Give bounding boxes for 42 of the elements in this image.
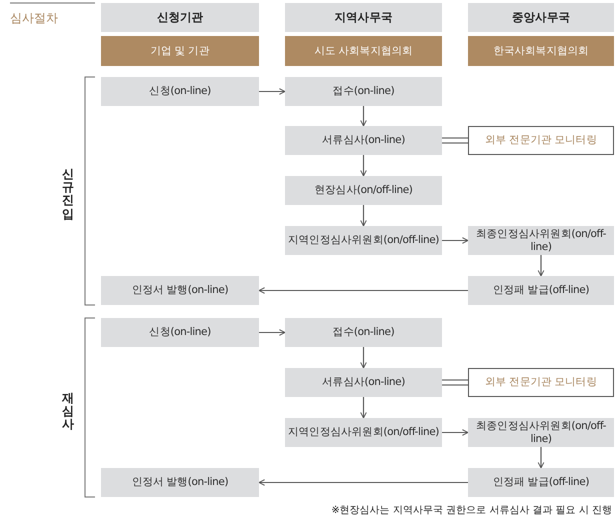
arrow — [259, 329, 286, 336]
process-box: 최종인정심사위원회(on/off-line) — [468, 226, 614, 255]
arrow — [442, 237, 468, 244]
organization-bar: 기업 및 기관 — [101, 36, 259, 66]
process-box: 현장심사(on/off-line) — [285, 176, 442, 205]
process-box: 신청(on-line) — [101, 77, 259, 106]
equals-connector — [441, 137, 469, 144]
arrow — [538, 255, 544, 276]
arrow — [259, 88, 286, 95]
process-box: 접수(on-line) — [285, 318, 442, 347]
process-box: 지역인정심사위원회(on/off-line) — [285, 226, 442, 255]
arrow — [360, 205, 367, 226]
process-box: 접수(on-line) — [285, 77, 442, 106]
section-label: 신규진입 — [62, 168, 74, 221]
monitoring-box: 외부 전문기관 모니터링 — [468, 368, 614, 397]
process-box: 인정서 발행(on-line) — [101, 468, 259, 497]
arrow — [258, 287, 468, 294]
arrow — [360, 155, 367, 176]
column-header: 신청기관 — [101, 3, 259, 32]
equals-connector — [441, 379, 469, 386]
monitoring-box: 외부 전문기관 모니터링 — [468, 126, 614, 155]
arrow — [360, 347, 367, 368]
footnote: ※현장심사는 지역사무국 권한으로 서류심사 결과 필요 시 진행 — [331, 504, 612, 517]
process-box: 인정패 발급(off-line) — [468, 468, 614, 497]
section-label: 재심사 — [62, 392, 74, 432]
organization-bar: 한국사회복지협의회 — [468, 36, 614, 66]
arrow — [360, 106, 367, 126]
process-box: 최종인정심사위원회(on/off-line) — [468, 418, 614, 447]
process-box: 서류심사(on-line) — [285, 368, 442, 397]
arrow — [258, 479, 468, 486]
column-header: 중앙사무국 — [468, 3, 614, 32]
process-box: 인정패 발급(off-line) — [468, 276, 614, 305]
arrow — [538, 447, 544, 468]
process-box: 신청(on-line) — [101, 318, 259, 347]
process-box: 인정서 발행(on-line) — [101, 276, 259, 305]
process-box: 지역인정심사위원회(on/off-line) — [285, 418, 442, 447]
section-title: 심사절차 — [10, 10, 58, 27]
organization-bar: 시도 사회복지협의회 — [285, 36, 442, 66]
process-box: 서류심사(on-line) — [285, 126, 442, 155]
arrow — [442, 429, 468, 436]
arrow — [360, 397, 367, 418]
column-header: 지역사무국 — [285, 3, 442, 32]
